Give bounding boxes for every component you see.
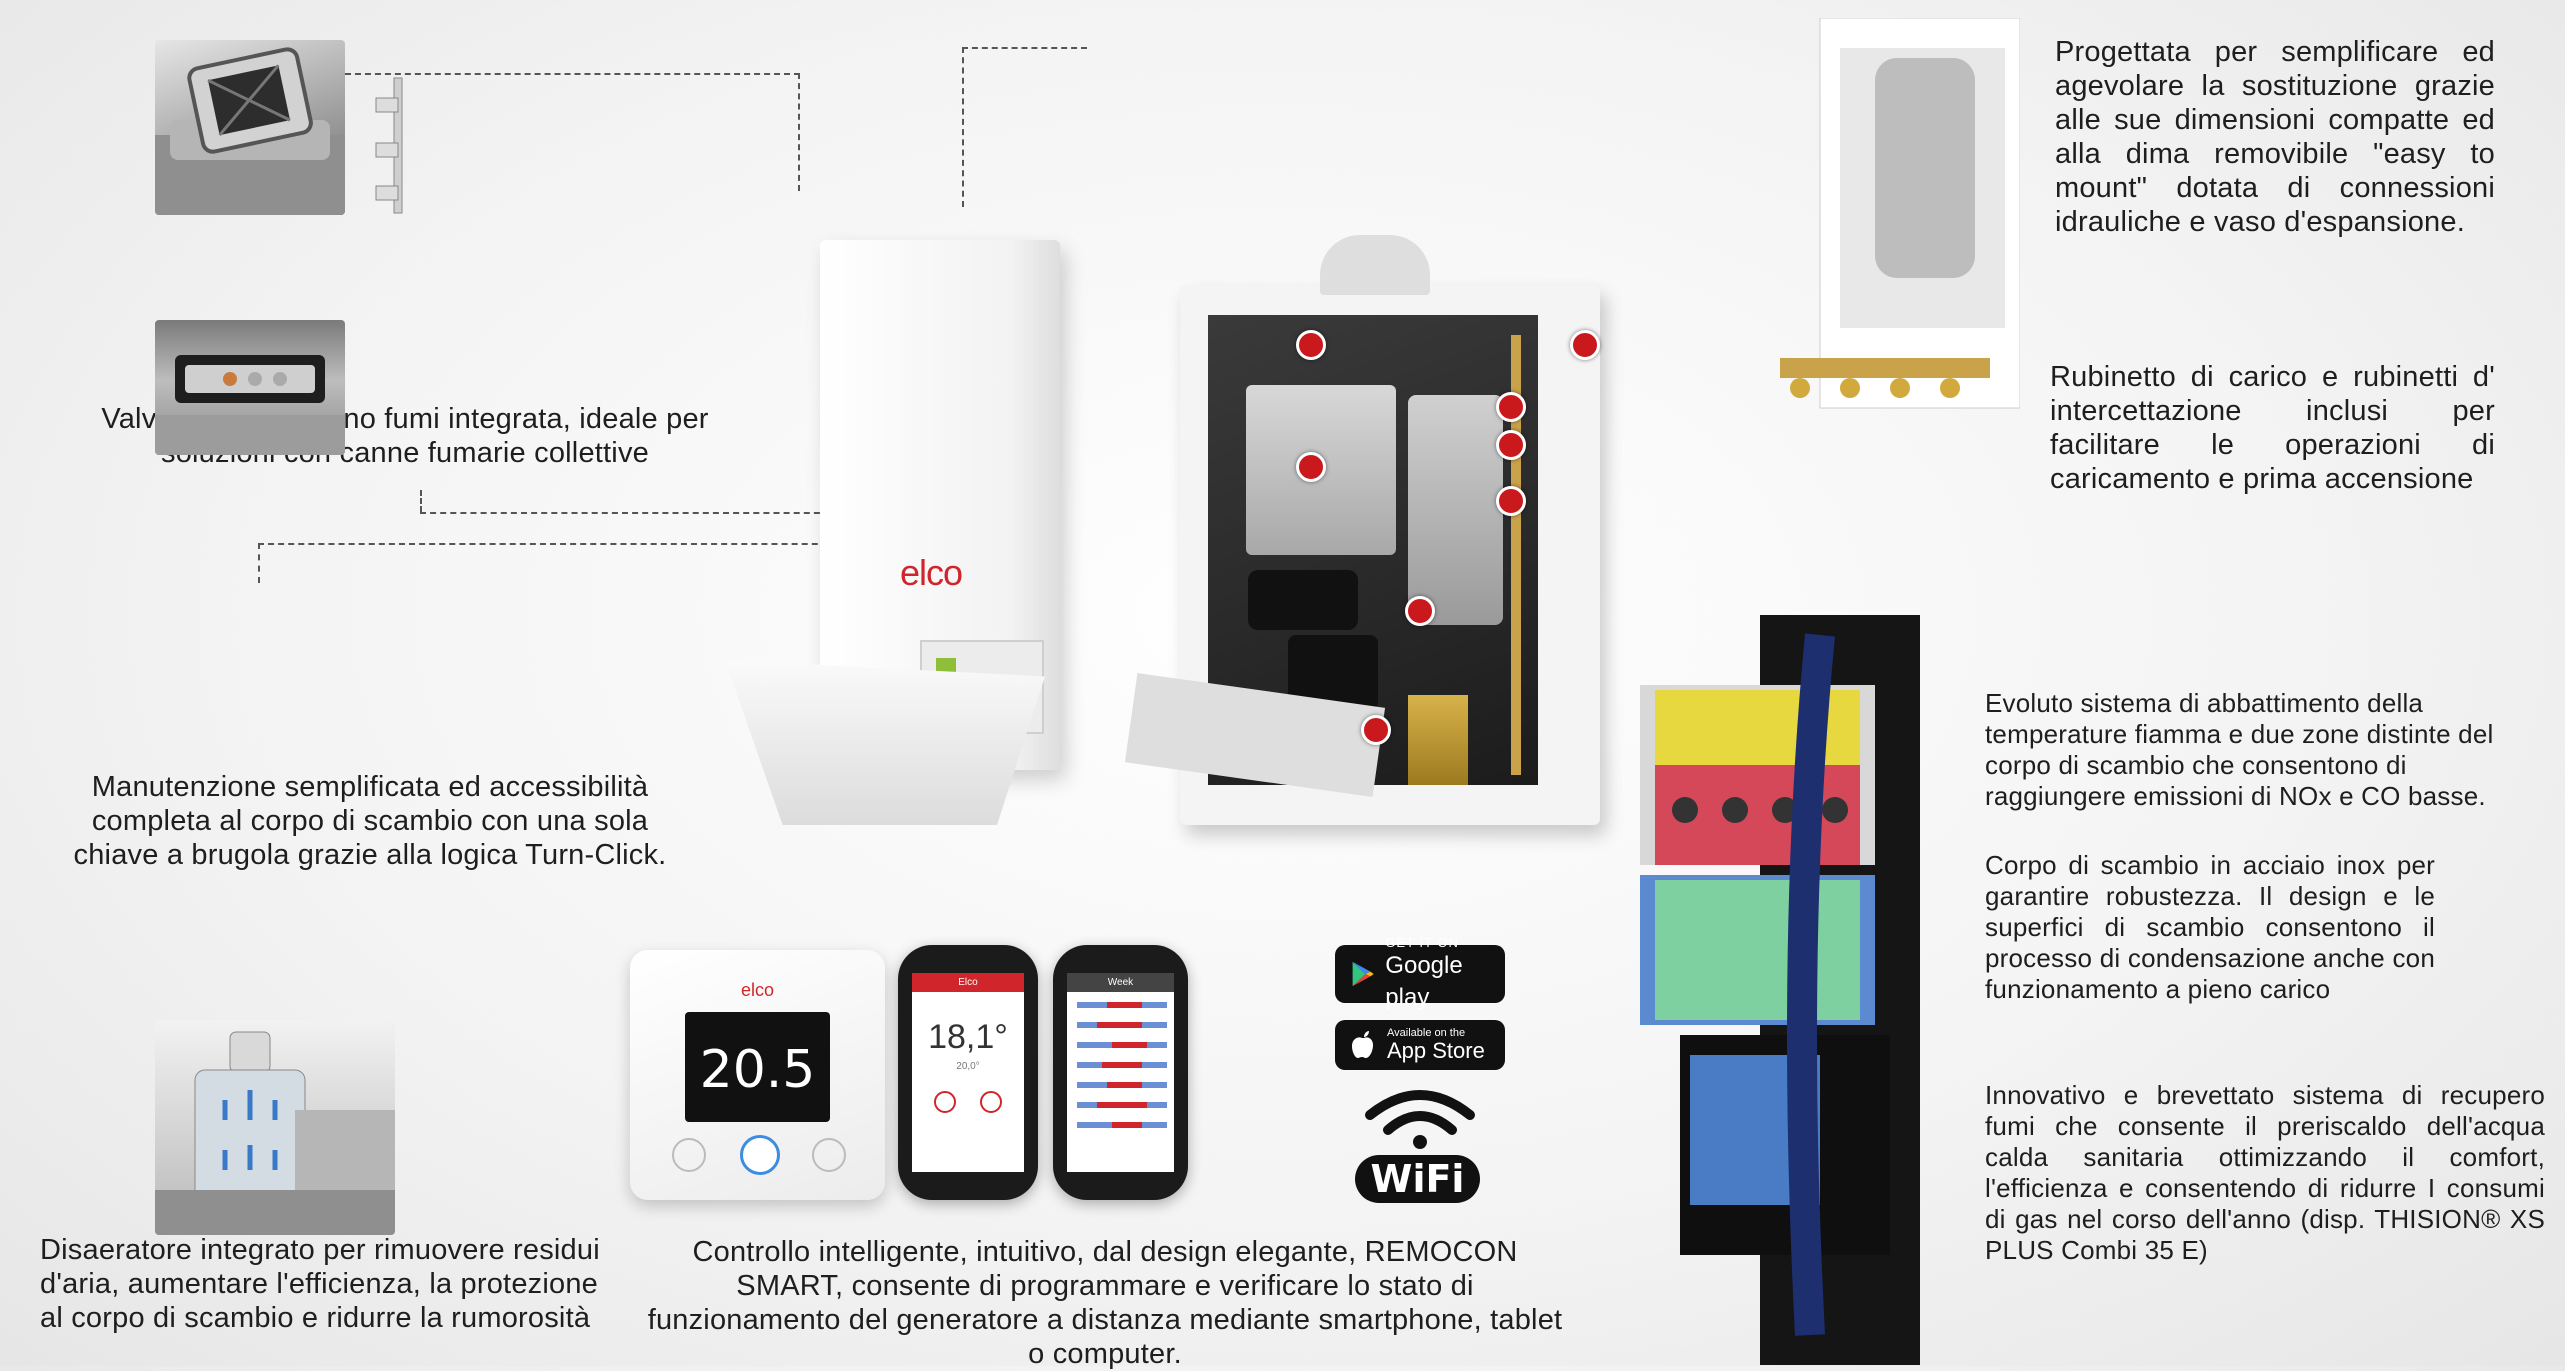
phone2-schedule-grid <box>1077 1002 1167 1128</box>
exchanger-cutaway <box>1640 615 1920 1365</box>
bracket-drawing <box>368 68 413 218</box>
caption-design: Progettata per semplificare ed agevolare… <box>2055 36 2495 238</box>
app-store-text: Available on the App Store <box>1387 1027 1485 1063</box>
hotspot-valve[interactable] <box>1296 330 1326 360</box>
thermostat: elco 20.5 <box>630 950 885 1200</box>
thermostat-display: 20.5 <box>685 1012 830 1122</box>
thermostat-ok-button[interactable] <box>740 1135 780 1175</box>
hotspot-recovery[interactable] <box>1496 486 1526 516</box>
thermostat-temperature: 20.5 <box>699 1040 816 1100</box>
phone1-plus-button[interactable] <box>980 1091 1002 1113</box>
phone-thermostat-app: Elco 18,1° 20,0° <box>898 945 1038 1200</box>
phone1-setpoint: 20,0° <box>956 1061 980 1072</box>
phone-schedule-app: Week <box>1053 945 1188 1200</box>
google-play-text: GET IT ON Google play <box>1385 935 1489 1014</box>
google-play-icon <box>1352 961 1374 987</box>
phone1-temperature: 18,1° <box>928 1018 1008 1056</box>
deaerator-drawing <box>155 1031 395 1235</box>
thermostat-left-button[interactable] <box>672 1138 706 1172</box>
leader-design-v <box>962 47 964 207</box>
deaerator-photo <box>155 1020 395 1235</box>
hotspot-deaerator[interactable] <box>1405 596 1435 626</box>
wifi-icon <box>1365 1090 1475 1149</box>
app-store-small: Available on the <box>1387 1027 1466 1039</box>
caption-flame: Evoluto sistema di abbattimento della te… <box>1985 688 2494 811</box>
caption-deaerator: Disaeratore integrato per rimuovere resi… <box>40 1234 600 1334</box>
leader-valve-v <box>798 73 800 191</box>
phone1-minus-button[interactable] <box>934 1091 956 1113</box>
google-play-small: GET IT ON <box>1385 934 1459 950</box>
leader-maint-v <box>420 490 422 512</box>
leader-design-h <box>962 47 1087 49</box>
google-play-big: Google play <box>1385 951 1463 1011</box>
phone2-header: Week <box>1067 973 1174 992</box>
hotspot-maintenance[interactable] <box>1361 715 1391 745</box>
copper-pipe <box>1511 335 1521 775</box>
hotspot-design[interactable] <box>1570 330 1600 360</box>
caption-control: Controllo intelligente, intuitivo, dal d… <box>647 1236 1563 1370</box>
caption-maintenance: Manutenzione semplificata ed accessibili… <box>73 771 667 871</box>
caption-tap: Rubinetto di carico e rubinetti d' inter… <box>2050 361 2495 495</box>
thermostat-right-button[interactable] <box>812 1138 846 1172</box>
flue-outlet <box>1320 235 1430 295</box>
heat-exchanger-photo <box>155 320 345 455</box>
app-store-badge[interactable]: Available on the App Store <box>1335 1020 1505 1070</box>
boiler-flap[interactable] <box>725 660 1045 825</box>
hotspot-steel[interactable] <box>1496 430 1526 460</box>
hotspot-exchanger[interactable] <box>1296 452 1326 482</box>
caption-recovery: Innovativo e brevettato sistema di recup… <box>1985 1080 2545 1265</box>
phone1-header: Elco <box>912 973 1024 992</box>
app-store-big: App Store <box>1387 1038 1485 1063</box>
google-play-badge[interactable]: GET IT ON Google play <box>1335 935 1505 1011</box>
flue-valve-drawing <box>155 47 345 215</box>
hotspot-flame[interactable] <box>1496 392 1526 422</box>
mounting-frame-drawing <box>1780 17 2021 409</box>
exchanger-cutaway-drawing <box>1640 615 1920 1365</box>
thermostat-brand: elco <box>740 980 775 1000</box>
leader-deaer-h <box>258 543 848 545</box>
leader-maint-h <box>420 512 830 514</box>
mounting-frame-photo <box>1780 17 2021 418</box>
fan <box>1248 570 1358 630</box>
apple-icon <box>1352 1031 1373 1058</box>
pump-block <box>1408 395 1503 625</box>
wifi-logo: WiFi <box>1355 1080 1485 1205</box>
flue-valve-photo <box>155 40 345 215</box>
heat-exchanger-drawing <box>155 355 345 455</box>
boiler-brand: elco <box>900 552 963 593</box>
leader-valve-h <box>345 73 800 75</box>
brass-fittings <box>1408 695 1468 785</box>
caption-steel: Corpo di scambio in acciaio inox per gar… <box>1985 850 2435 1004</box>
wifi-label: WiFi <box>1355 1155 1480 1203</box>
leader-deaer-v <box>258 543 260 583</box>
